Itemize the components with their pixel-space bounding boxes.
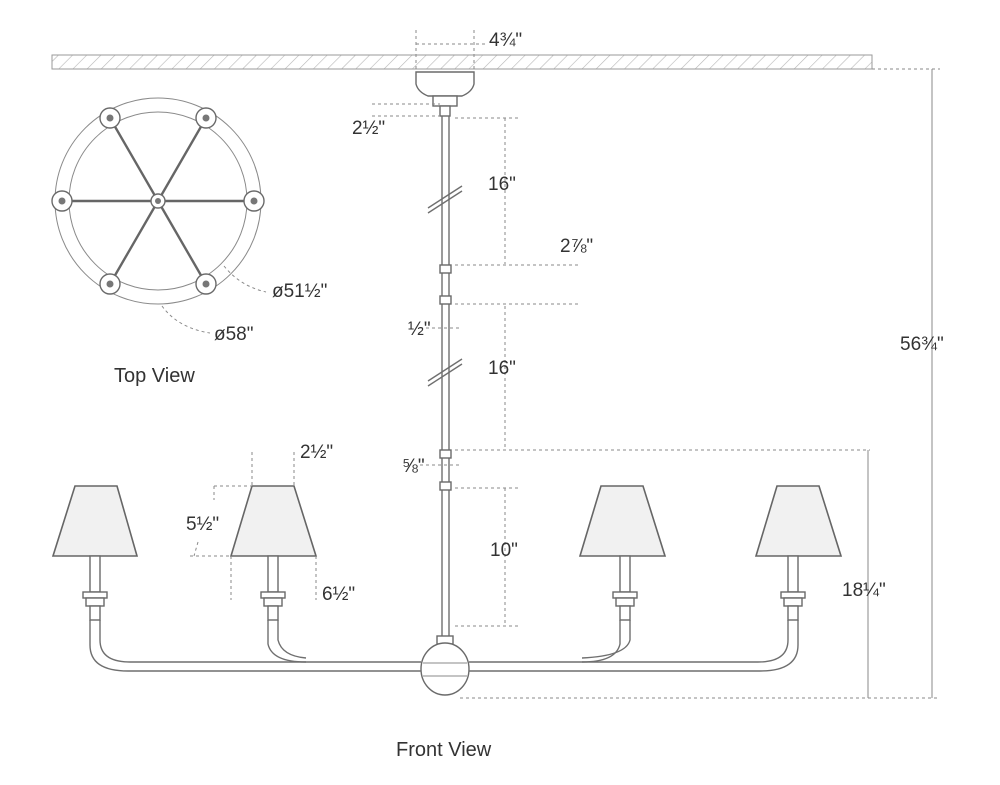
shade-top-width-label: 2½"	[300, 442, 333, 463]
lamp-1	[51, 485, 139, 621]
top-view-label: Top View	[114, 365, 195, 387]
canopy-height-label: 2½"	[352, 118, 385, 139]
coupler-upper-label: 2⅞"	[560, 236, 593, 257]
canopy	[415, 71, 475, 117]
lamp-3	[578, 485, 667, 621]
shade-height-label: 5½"	[186, 514, 219, 535]
ceiling-line	[51, 54, 873, 70]
dimension-lines	[190, 30, 940, 699]
socket-markers	[51, 107, 265, 295]
shade-bottom-width-label: 6½"	[322, 584, 355, 605]
arms-front	[89, 620, 799, 672]
top-view-diagram	[51, 97, 267, 334]
stem	[427, 116, 463, 640]
outer-diameter-leader	[161, 305, 211, 334]
canopy-width-label: 4¾"	[489, 30, 522, 51]
stem-gap-label: ½"	[408, 319, 431, 340]
arms	[62, 117, 254, 285]
stem-bottom-label: 10"	[490, 540, 518, 561]
front-view-label: Front View	[396, 739, 492, 761]
stem-upper-label: 16"	[488, 174, 516, 195]
stem-lower-label: 16"	[488, 358, 516, 379]
inner-diameter-leader	[223, 265, 267, 293]
inner-diameter-label: ø51½"	[272, 281, 327, 302]
lamp-2	[229, 485, 318, 621]
coupler-lower-label: ⅝"	[402, 456, 425, 477]
center-ball	[420, 635, 470, 696]
outer-diameter-label: ø58"	[214, 324, 253, 345]
fixture-height-label: 18¼"	[842, 580, 886, 601]
lamp-4	[754, 485, 843, 621]
overall-height-label: 56¾"	[900, 334, 944, 355]
